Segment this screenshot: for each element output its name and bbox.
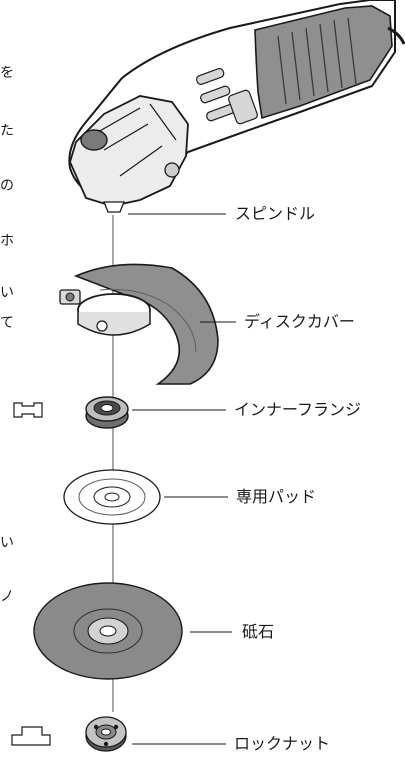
grinder-body — [68, 0, 405, 213]
lock-nut-profile — [11, 726, 51, 746]
disc-cover — [59, 263, 219, 385]
inner-flange-profile — [13, 402, 43, 418]
inner-flange — [85, 396, 129, 429]
label-dedicated-pad: 専用パッド — [236, 487, 317, 506]
margin-text-fragment: て — [0, 316, 14, 330]
label-spindle: スピンドル — [235, 204, 316, 223]
lock-nut — [85, 716, 127, 752]
label-lock-nut: ロックナット — [234, 734, 331, 753]
margin-text-fragment: い — [0, 536, 14, 550]
dedicated-pad — [63, 469, 161, 525]
label-inner-flange: インナーフランジ — [234, 400, 362, 419]
label-disc-cover: ディスクカバー — [244, 312, 355, 331]
margin-text-fragment: い — [0, 286, 14, 300]
label-grinding-wheel: 砥石 — [242, 622, 275, 641]
margin-text-fragment: た — [0, 124, 14, 138]
margin-text-fragment: ノ — [0, 590, 14, 604]
margin-text-fragment: ホ — [0, 234, 14, 248]
grinding-wheel — [33, 582, 183, 680]
margin-text-fragment: を — [0, 66, 14, 80]
angle-grinder — [68, 0, 405, 213]
margin-text-fragment: の — [0, 179, 14, 193]
